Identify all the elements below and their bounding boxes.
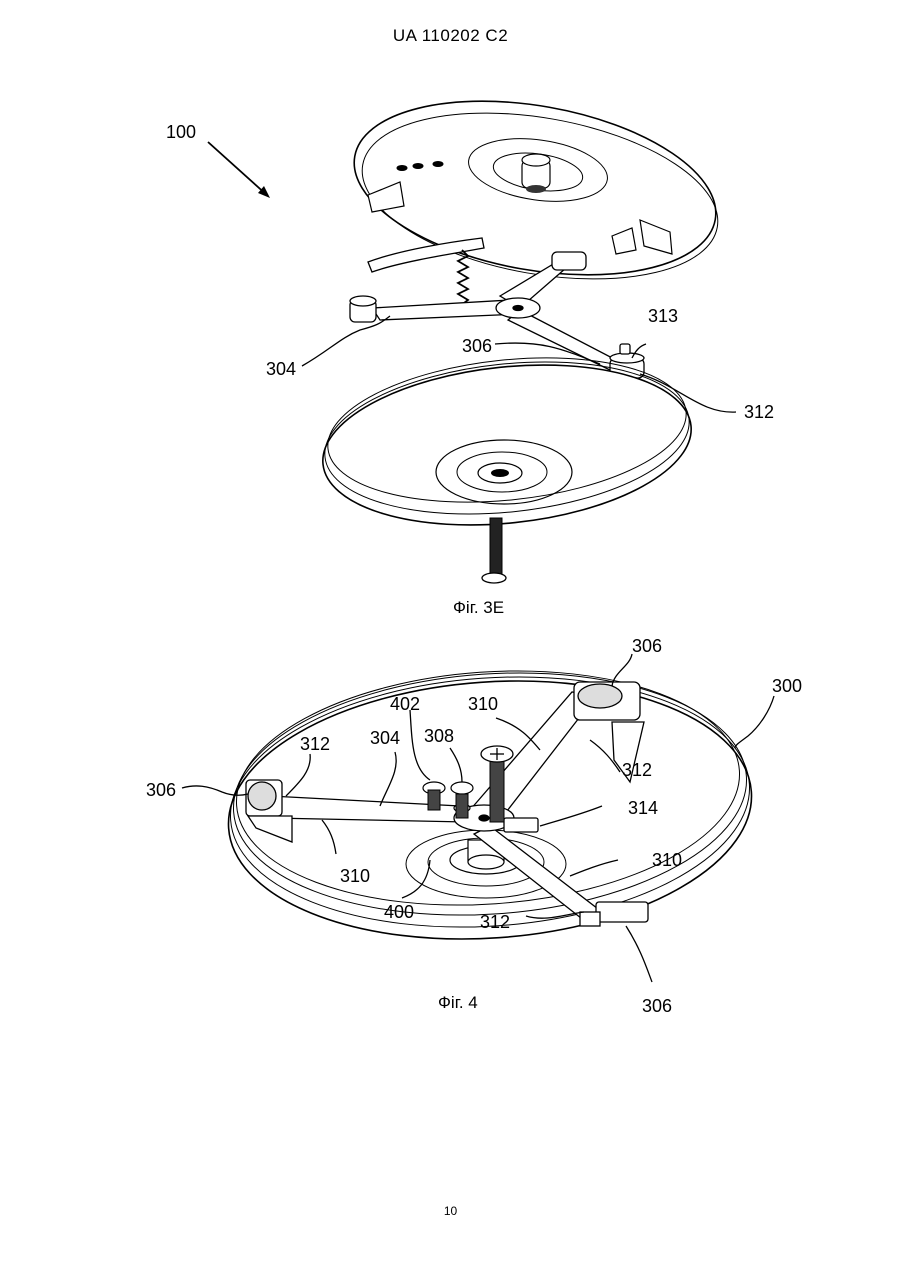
label-402: 402 bbox=[390, 694, 420, 714]
label-400: 400 bbox=[384, 902, 414, 922]
figure-3e-drawing: 100 304 306 313 312 Фіг. 3E bbox=[0, 100, 901, 620]
label-306-top: 306 bbox=[632, 636, 662, 656]
label-308: 308 bbox=[424, 726, 454, 746]
label-310-right: 310 bbox=[652, 850, 682, 870]
figure-4-caption: Фіг. 4 bbox=[438, 993, 478, 1012]
document-number: UA 110202 C2 bbox=[0, 26, 901, 46]
label-312-right: 312 bbox=[622, 760, 652, 780]
label-312-bottom: 312 bbox=[480, 912, 510, 932]
label-300: 300 bbox=[772, 676, 802, 696]
label-312: 312 bbox=[744, 402, 774, 422]
label-304: 304 bbox=[370, 728, 400, 748]
lower-disc bbox=[315, 342, 699, 542]
assembly-arrow bbox=[208, 142, 268, 196]
label-313: 313 bbox=[648, 306, 678, 326]
figure-3e-caption: Фіг. 3E bbox=[453, 598, 504, 617]
figure-4: 306 300 402 310 312 304 308 306 312 314 … bbox=[0, 630, 901, 1030]
label-310-top: 310 bbox=[468, 694, 498, 714]
label-310-left: 310 bbox=[340, 866, 370, 886]
label-306: 306 bbox=[462, 336, 492, 356]
upper-arm-and-spring bbox=[368, 238, 484, 306]
figure-3e: 100 304 306 313 312 Фіг. 3E bbox=[0, 100, 901, 620]
figure-4-drawing: 306 300 402 310 312 304 308 306 312 314 … bbox=[0, 630, 901, 1030]
label-312-left: 312 bbox=[300, 734, 330, 754]
bolt bbox=[482, 518, 506, 583]
label-304: 304 bbox=[266, 359, 296, 379]
label-306-bottom: 306 bbox=[642, 996, 672, 1016]
label-100: 100 bbox=[166, 122, 196, 142]
upper-disc bbox=[341, 100, 731, 304]
page-number: 10 bbox=[0, 1204, 901, 1218]
label-306-left: 306 bbox=[146, 780, 176, 800]
label-314: 314 bbox=[628, 798, 658, 818]
